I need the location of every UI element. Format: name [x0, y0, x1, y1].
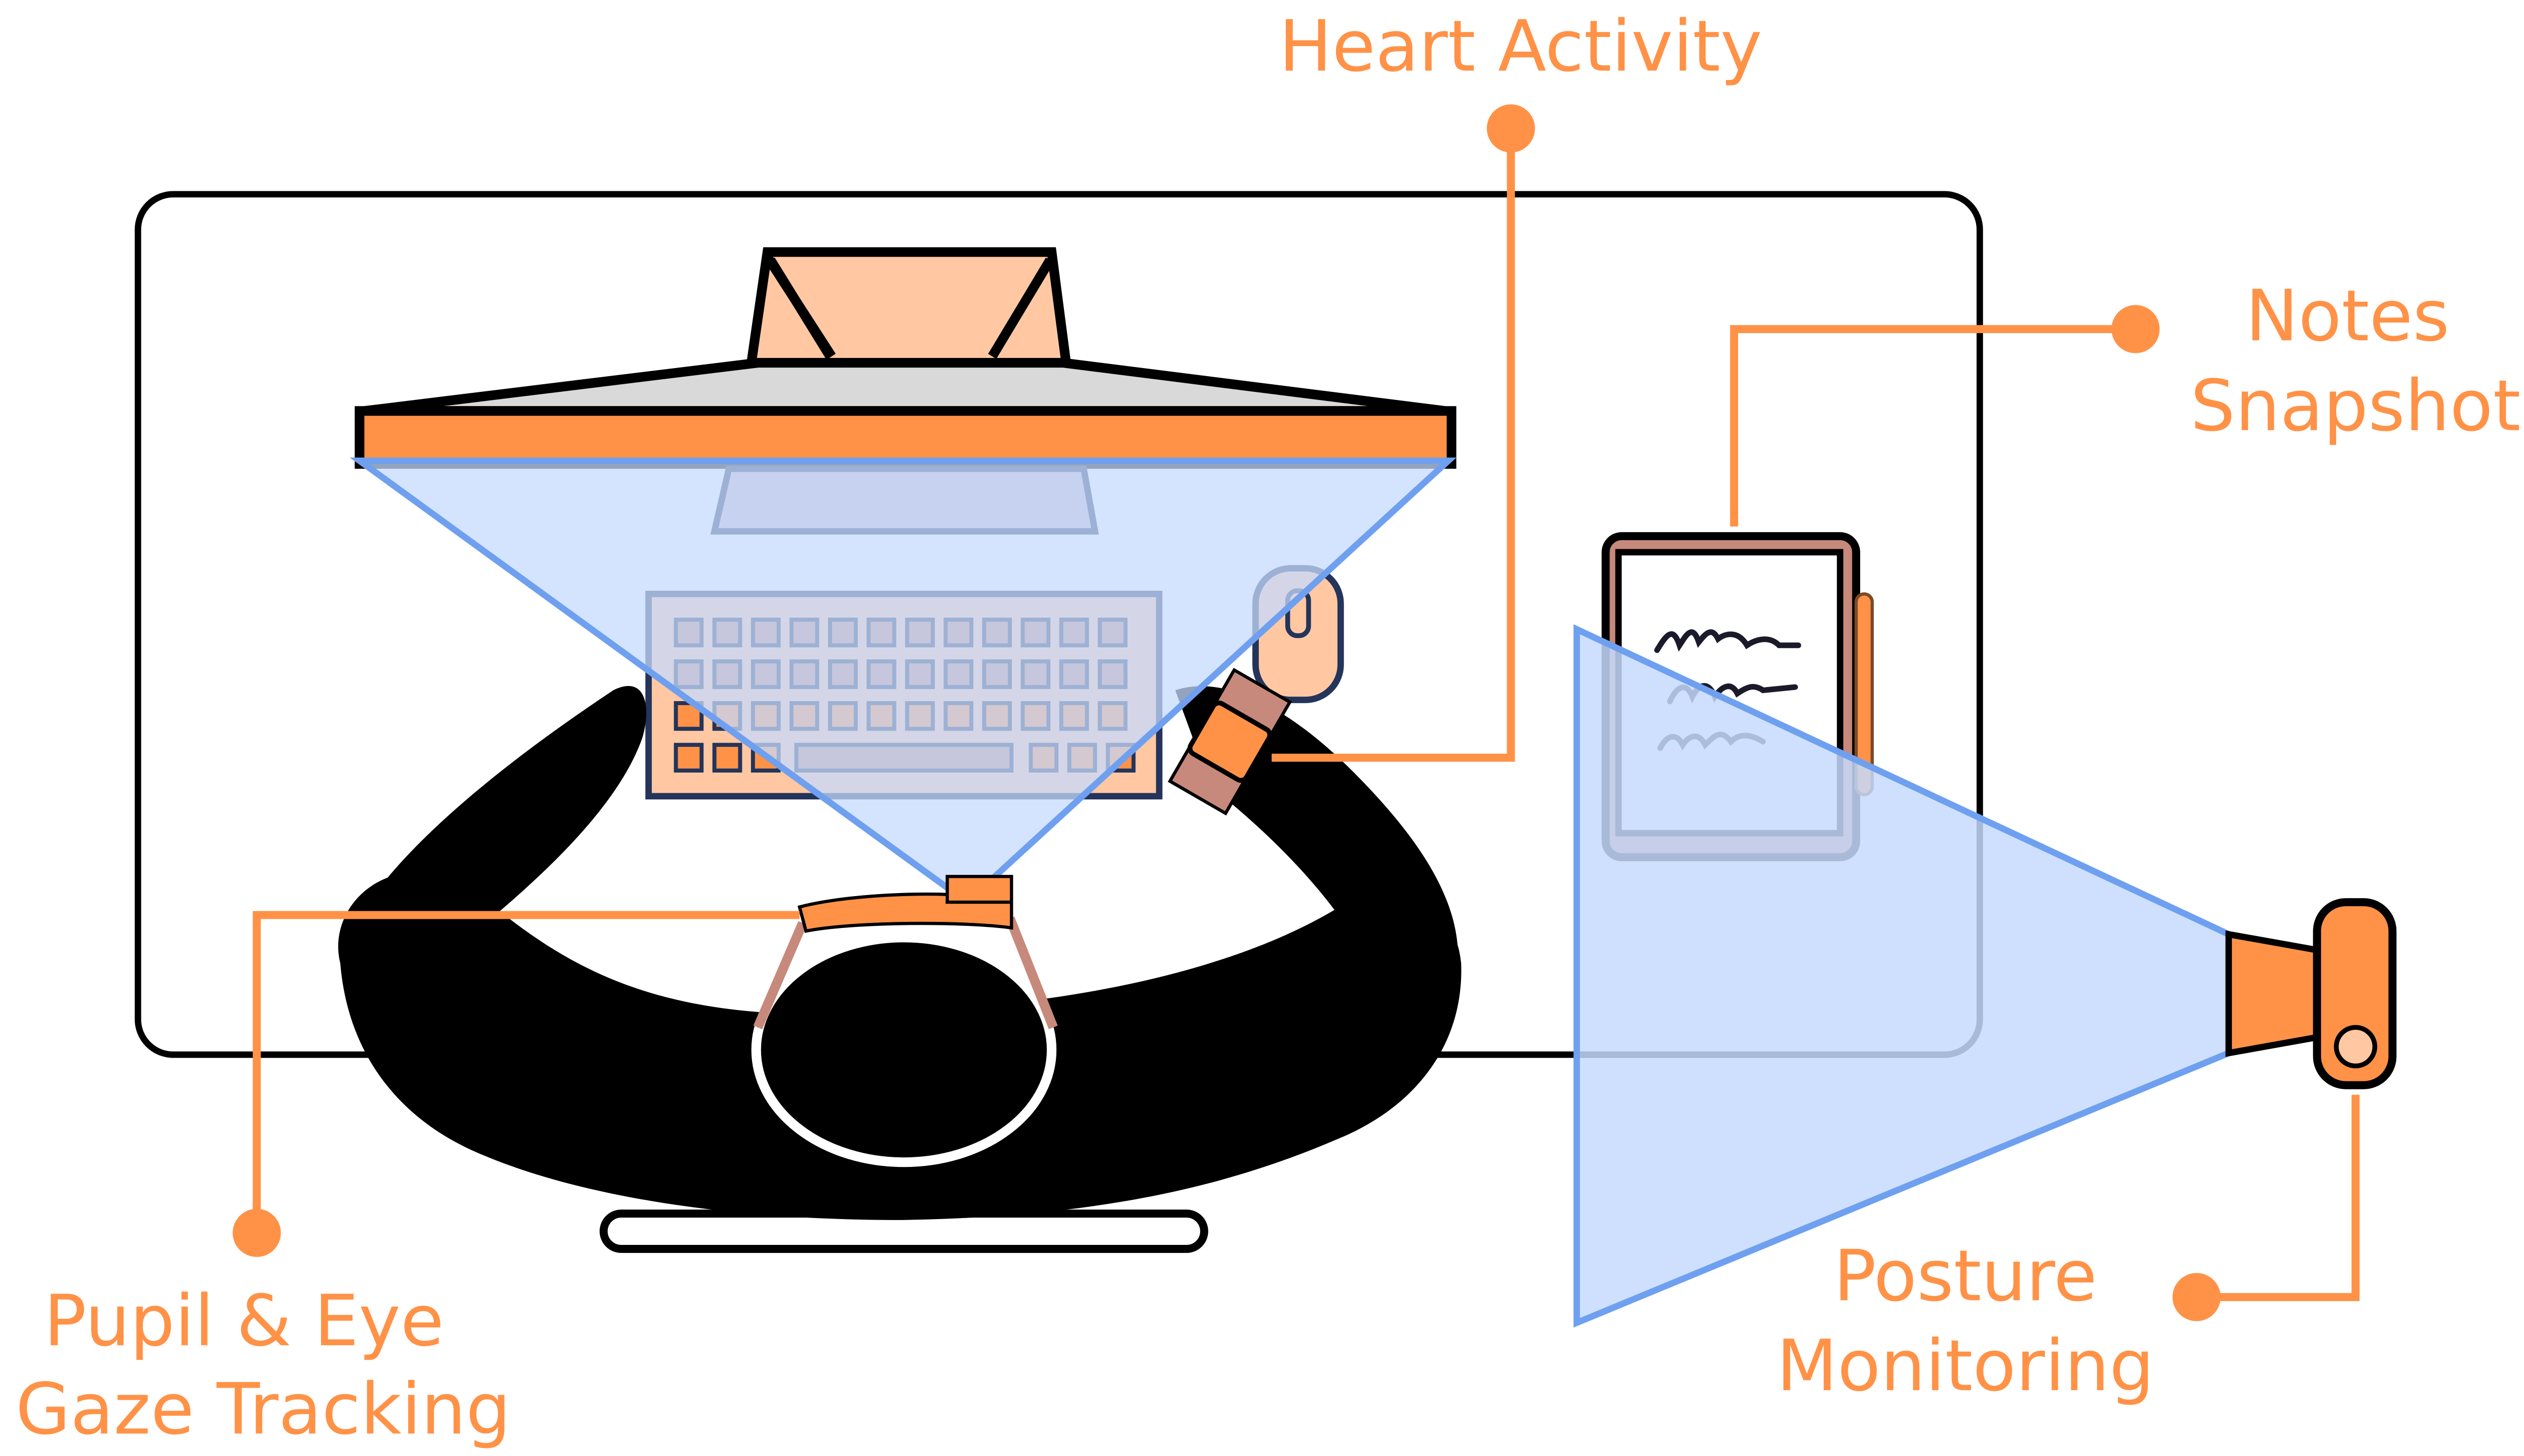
heart-activity-connector [1272, 128, 1515, 762]
webcam-icon [2225, 898, 2397, 1089]
heart-activity-dot [1486, 104, 1535, 153]
notes-snapshot-label-line2: Snapshot [2190, 365, 2520, 447]
posture-monitoring-label-line1: Posture [1834, 1235, 2097, 1317]
notes-snapshot-connector [1730, 325, 2136, 527]
posture-monitoring-connector [2199, 1095, 2360, 1302]
keyboard-key [712, 743, 742, 773]
smartwatch-icon [1167, 668, 1292, 816]
pupil-tracking-label-line1: Pupil & Eye [44, 1280, 444, 1362]
eye-tracking-glasses-icon [753, 875, 1058, 1030]
notes-snapshot-dot [2111, 305, 2160, 353]
connector-lines [253, 128, 2360, 1302]
pupil-tracking-connector [253, 911, 800, 1233]
pupil-tracking-label-line2: Gaze Tracking [16, 1368, 511, 1450]
posture-monitoring-dot [2172, 1273, 2221, 1321]
heart-activity-label: Heart Activity [1279, 6, 1762, 88]
notes-snapshot-label-line1: Notes [2245, 275, 2450, 357]
keyboard-key [674, 743, 704, 773]
pupil-tracking-dot [232, 1208, 281, 1257]
posture-monitoring-label-line2: Monitoring [1777, 1325, 2154, 1407]
